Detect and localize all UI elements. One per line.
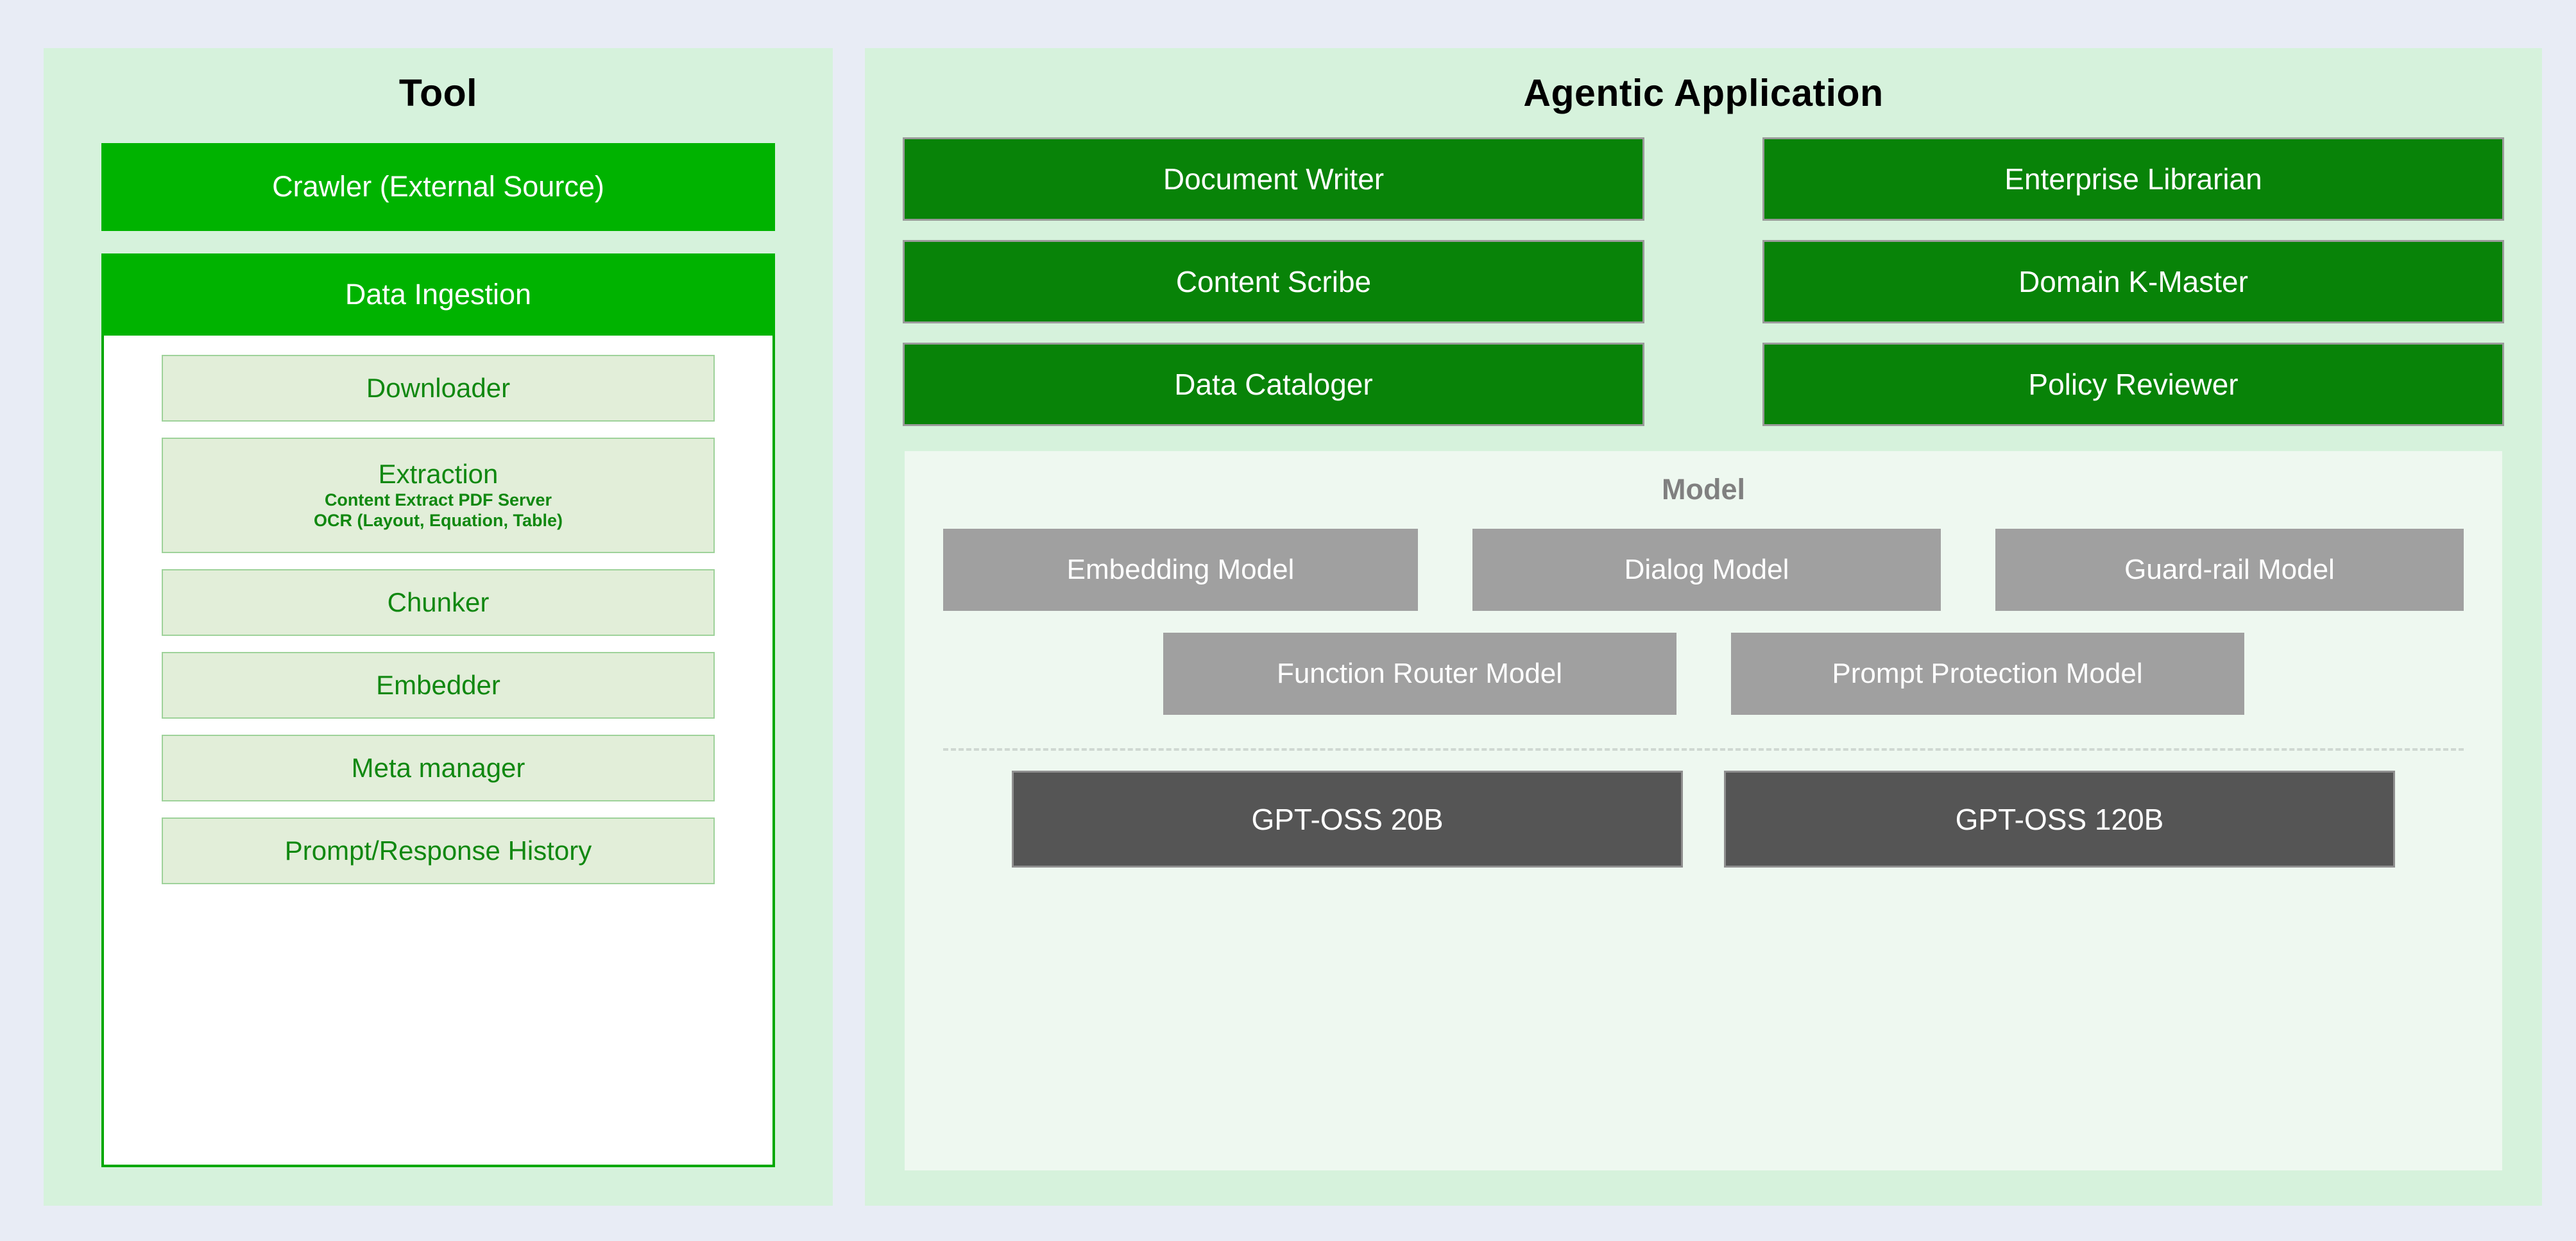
tool-panel: Tool Crawler (External Source) Data Inge… — [44, 48, 833, 1206]
model-row-secondary: Function Router Model Prompt Protection … — [943, 633, 2464, 715]
agent-data-cataloger[interactable]: Data Cataloger — [905, 344, 1642, 424]
model-section-title: Model — [1662, 472, 1745, 506]
tool-item-downloader[interactable]: Downloader — [162, 354, 715, 422]
tool-item-label: Prompt/Response History — [284, 835, 592, 866]
tool-item-subline: OCR (Layout, Equation, Table) — [314, 511, 563, 531]
tool-item-embedder[interactable]: Embedder — [162, 651, 715, 719]
tool-item-label: Embedder — [376, 670, 500, 701]
tool-panel-title: Tool — [398, 72, 478, 114]
model-row-primary: Embedding Model Dialog Model Guard-rail … — [943, 529, 2464, 612]
data-ingestion-body: Downloader Extraction Content Extract PD… — [101, 335, 775, 1167]
tool-item-prompt-response-history[interactable]: Prompt/Response History — [162, 817, 715, 884]
tool-item-meta-manager[interactable]: Meta manager — [162, 734, 715, 801]
agent-domain-k-master[interactable]: Domain K-Master — [1764, 241, 2502, 321]
model-dialog[interactable]: Dialog Model — [1472, 529, 1941, 612]
agent-grid: Document Writer Enterprise Librarian Con… — [905, 139, 2502, 424]
tool-item-subline: Content Extract PDF Server — [324, 490, 552, 509]
tool-item-extraction[interactable]: Extraction Content Extract PDF Server OC… — [162, 437, 715, 553]
agent-content-scribe[interactable]: Content Scribe — [905, 241, 1642, 321]
tool-item-label: Chunker — [387, 587, 490, 618]
tool-item-label: Downloader — [366, 373, 511, 404]
agentic-panel-title: Agentic Application — [1523, 72, 1884, 114]
base-model-row: GPT-OSS 20B GPT-OSS 120B — [943, 773, 2464, 866]
model-section-divider — [943, 748, 2464, 751]
agent-enterprise-librarian[interactable]: Enterprise Librarian — [1764, 139, 2502, 219]
tool-item-label: Meta manager — [351, 753, 525, 783]
tool-item-label: Extraction — [378, 459, 499, 490]
agent-document-writer[interactable]: Document Writer — [905, 139, 1642, 219]
base-model-gpt-oss-20b[interactable]: GPT-OSS 20B — [1014, 773, 1681, 866]
model-section: Model Embedding Model Dialog Model Guard… — [905, 450, 2502, 1170]
model-function-router[interactable]: Function Router Model — [1163, 633, 1676, 715]
data-ingestion-header[interactable]: Data Ingestion — [101, 253, 775, 336]
model-prompt-protection[interactable]: Prompt Protection Model — [1730, 633, 2244, 715]
agentic-application-panel: Agentic Application Document Writer Ente… — [865, 48, 2542, 1206]
crawler-box[interactable]: Crawler (External Source) — [101, 142, 775, 231]
base-model-gpt-oss-120b[interactable]: GPT-OSS 120B — [1726, 773, 2393, 866]
agent-policy-reviewer[interactable]: Policy Reviewer — [1764, 344, 2502, 424]
model-embedding[interactable]: Embedding Model — [943, 529, 1418, 612]
model-guard-rail[interactable]: Guard-rail Model — [1995, 529, 2464, 612]
tool-item-chunker[interactable]: Chunker — [162, 569, 715, 636]
